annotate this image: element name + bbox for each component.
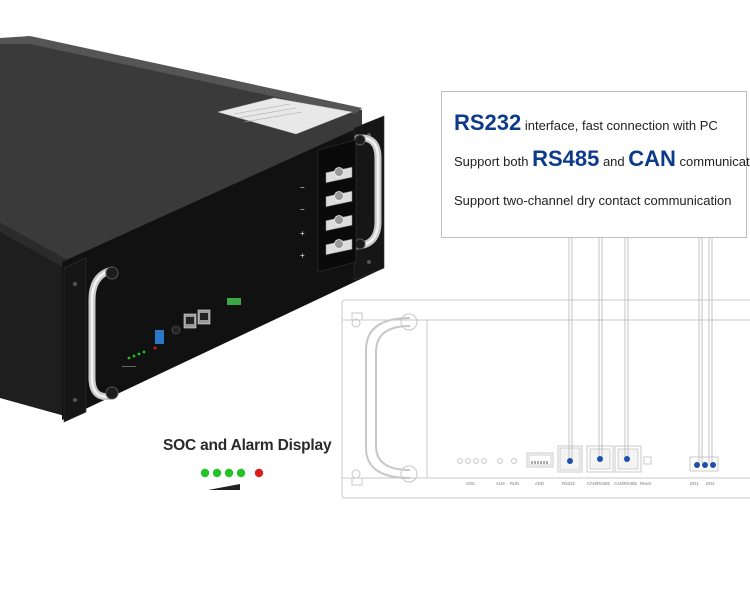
label-do1: DO1 [690,481,699,486]
rs485-highlight: RS485 [532,146,600,171]
soc-alarm-title: SOC and Alarm Display [163,437,332,454]
soc-level-ramp [208,484,240,490]
soc-led-normal [236,468,246,478]
label-rs232: RS232 [562,481,575,486]
polarity-minus-2: − [300,205,305,214]
label-alm: ALM [496,481,505,486]
connector-endpoints [567,456,716,468]
polarity-plus-1: + [300,229,305,238]
battery-unit: − − + + [0,36,385,423]
label-add: ADD [535,481,544,486]
callout-line-rs485-can: Support both RS485 and CAN communication [454,146,750,171]
front-panel-line-drawing [341,299,750,499]
callout-line-rs232: RS232 interface, fast connection with PC [454,110,718,135]
soc-led-normal [212,468,222,478]
callout-connector-lines [568,238,713,463]
soc-led-normal [224,468,234,478]
soc-led-row [200,468,264,478]
polarity-plus-2: + [300,251,305,260]
polarity-minus-1: − [300,183,305,192]
label-soc: SOC [466,481,475,486]
label-can-rs485-2: CAN/RS485 [614,481,637,486]
label-reset: Reset [640,481,652,486]
label-can-rs485-1: CAN/RS485 [587,481,610,486]
soc-led-alarm [254,468,264,478]
rs232-highlight: RS232 [454,110,522,135]
can-highlight: CAN [628,146,676,171]
feature-callout: RS232 interface, fast connection with PC… [441,91,750,238]
label-do2: DO2 [706,481,715,486]
diagram-labels: SOC ALM RUN ADD RS232 CAN/RS485 CAN/RS48… [466,481,715,486]
label-run: RUN [510,481,519,486]
callout-line-dry-contact: Support two-channel dry contact communic… [454,193,732,208]
soc-led-normal [200,468,210,478]
